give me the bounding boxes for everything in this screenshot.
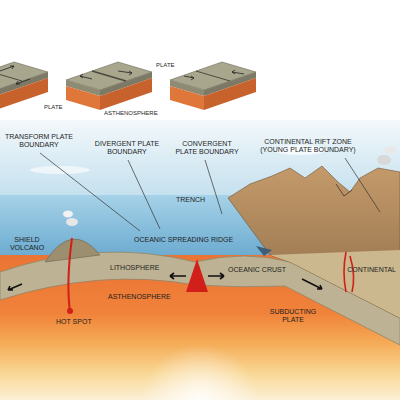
asthenosphere-side [0, 78, 48, 110]
diagram-label: CONTINENTAL [347, 266, 396, 274]
motion-arrow [232, 70, 244, 74]
volcano-smoke [384, 146, 396, 154]
diagram-label: ASTHENOSPHERE [108, 293, 171, 301]
spreading-arrow [208, 273, 224, 279]
motion-arrow [8, 284, 22, 290]
motion-arrow [0, 66, 14, 71]
diagram-label: LITHOSPHERE [110, 264, 159, 272]
motion-arrow [80, 74, 92, 79]
ridge-magma [186, 259, 208, 292]
rift-valley [336, 184, 352, 196]
diagram-label: TRANSFORM PLATE BOUNDARY [4, 133, 74, 149]
leader-line [40, 153, 140, 231]
continental-crust [270, 250, 400, 318]
asthenosphere-side [204, 78, 256, 110]
cloud [30, 166, 90, 174]
asthenosphere-front [170, 86, 204, 110]
diagram-label: PLATE [44, 104, 63, 111]
divergent-block [66, 62, 152, 110]
asthenosphere-side [100, 78, 152, 110]
diagram-label: ASTHENOSPHERE [104, 110, 158, 117]
rift-gap [92, 71, 126, 81]
subduction-arrow [302, 279, 322, 289]
diagram-label: HOT SPOT [56, 318, 92, 326]
diagram-label: CONTINENTAL RIFT ZONE (YOUNG PLATE BOUND… [252, 138, 364, 154]
volcano-smoke [63, 211, 73, 218]
leader-line [205, 160, 222, 214]
collision-line [196, 71, 230, 81]
motion-arrow [184, 76, 194, 80]
leader-line [345, 158, 380, 212]
diagram-label: SUBDUCTING PLATE [266, 308, 320, 324]
asthenosphere-front [66, 86, 100, 110]
hot-spot-plume [68, 238, 72, 312]
motion-arrow [118, 71, 132, 75]
fault-line [0, 71, 22, 81]
transform-block [0, 62, 48, 110]
volcano-smoke [66, 218, 78, 226]
diagram-label: PLATE [156, 62, 175, 69]
trench-notch [256, 246, 272, 256]
deep-mantle-glow [0, 330, 400, 400]
motion-arrow [16, 79, 30, 84]
diagram-label: DIVERGENT PLATE BOUNDARY [92, 140, 162, 156]
diagram-label: CONVERGENT PLATE BOUNDARY [172, 140, 242, 156]
volcano-smoke [377, 155, 391, 165]
shield-volcano [45, 239, 100, 262]
diagram-label: TRENCH [176, 196, 205, 204]
diagram-label: SHIELD VOLCANO [6, 236, 48, 252]
hot-spot-source [67, 308, 73, 314]
convergent-block [170, 62, 256, 110]
continent [228, 166, 400, 318]
spreading-arrow [170, 273, 186, 279]
diagram-label: OCEANIC CRUST [228, 266, 286, 274]
diagram-label: OCEANIC SPREADING RIDGE [134, 236, 233, 244]
leader-line [128, 160, 160, 229]
